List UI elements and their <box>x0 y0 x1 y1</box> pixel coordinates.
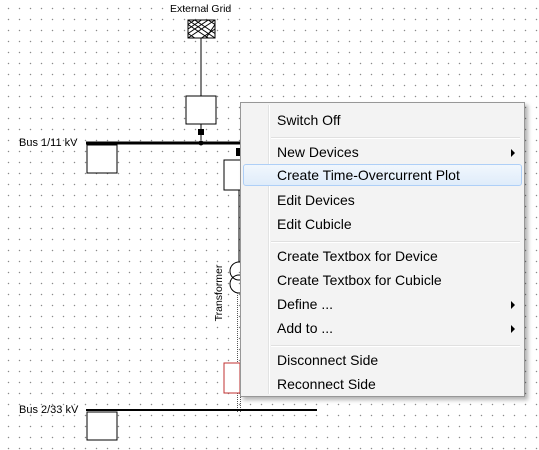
context-menu: Switch Off New Devices Create Time-Overc… <box>240 102 525 397</box>
menu-item-disconnect-side[interactable]: Disconnect Side <box>243 349 522 371</box>
submenu-arrow-icon <box>511 149 515 157</box>
menu-item-label: Define ... <box>277 296 334 312</box>
external-grid-label: External Grid <box>170 3 232 15</box>
menu-separator <box>271 241 520 243</box>
menu-item-switch-off[interactable]: Switch Off <box>243 109 522 131</box>
menu-item-label: Edit Cubicle <box>277 216 352 232</box>
bus1-result-box <box>86 144 118 174</box>
menu-item-add-to[interactable]: Add to ... <box>243 317 522 339</box>
menu-item-label: Disconnect Side <box>277 352 379 368</box>
transformer-red-box <box>223 362 241 394</box>
bus2-result-box <box>86 411 118 441</box>
menu-item-label: Create Time-Overcurrent Plot <box>277 167 460 183</box>
breaker-symbol <box>198 129 204 135</box>
menu-separator <box>271 345 520 347</box>
menu-icon-gutter <box>268 105 270 394</box>
external-grid-symbol[interactable] <box>187 19 216 39</box>
transformer-label: Transformer <box>213 264 225 322</box>
bus1-label: Bus 1/11 kV <box>19 137 78 149</box>
menu-item-label: Edit Devices <box>277 192 355 208</box>
menu-item-label: Switch Off <box>277 112 341 128</box>
menu-separator <box>271 137 520 139</box>
bus2-label: Bus 2/33 kV <box>19 404 79 416</box>
transformer-selected-breaker <box>236 148 242 156</box>
menu-item-label: Add to ... <box>277 320 334 336</box>
menu-item-edit-cubicle[interactable]: Edit Cubicle <box>243 213 522 235</box>
menu-item-label: Reconnect Side <box>277 376 376 392</box>
menu-item-create-textbox-device[interactable]: Create Textbox for Device <box>243 245 522 267</box>
menu-item-edit-devices[interactable]: Edit Devices <box>243 189 522 211</box>
menu-item-define[interactable]: Define ... <box>243 293 522 315</box>
grid-result-box <box>185 95 217 125</box>
menu-item-label: New Devices <box>277 144 359 160</box>
menu-item-create-time-overcurrent-plot[interactable]: Create Time-Overcurrent Plot <box>243 164 522 186</box>
menu-item-reconnect-side[interactable]: Reconnect Side <box>243 373 522 395</box>
menu-item-create-textbox-cubicle[interactable]: Create Textbox for Cubicle <box>243 269 522 291</box>
menu-item-label: Create Textbox for Device <box>277 248 438 264</box>
submenu-arrow-icon <box>511 301 515 309</box>
menu-item-new-devices[interactable]: New Devices <box>243 141 522 163</box>
submenu-arrow-icon <box>511 325 515 333</box>
menu-item-label: Create Textbox for Cubicle <box>277 272 442 288</box>
